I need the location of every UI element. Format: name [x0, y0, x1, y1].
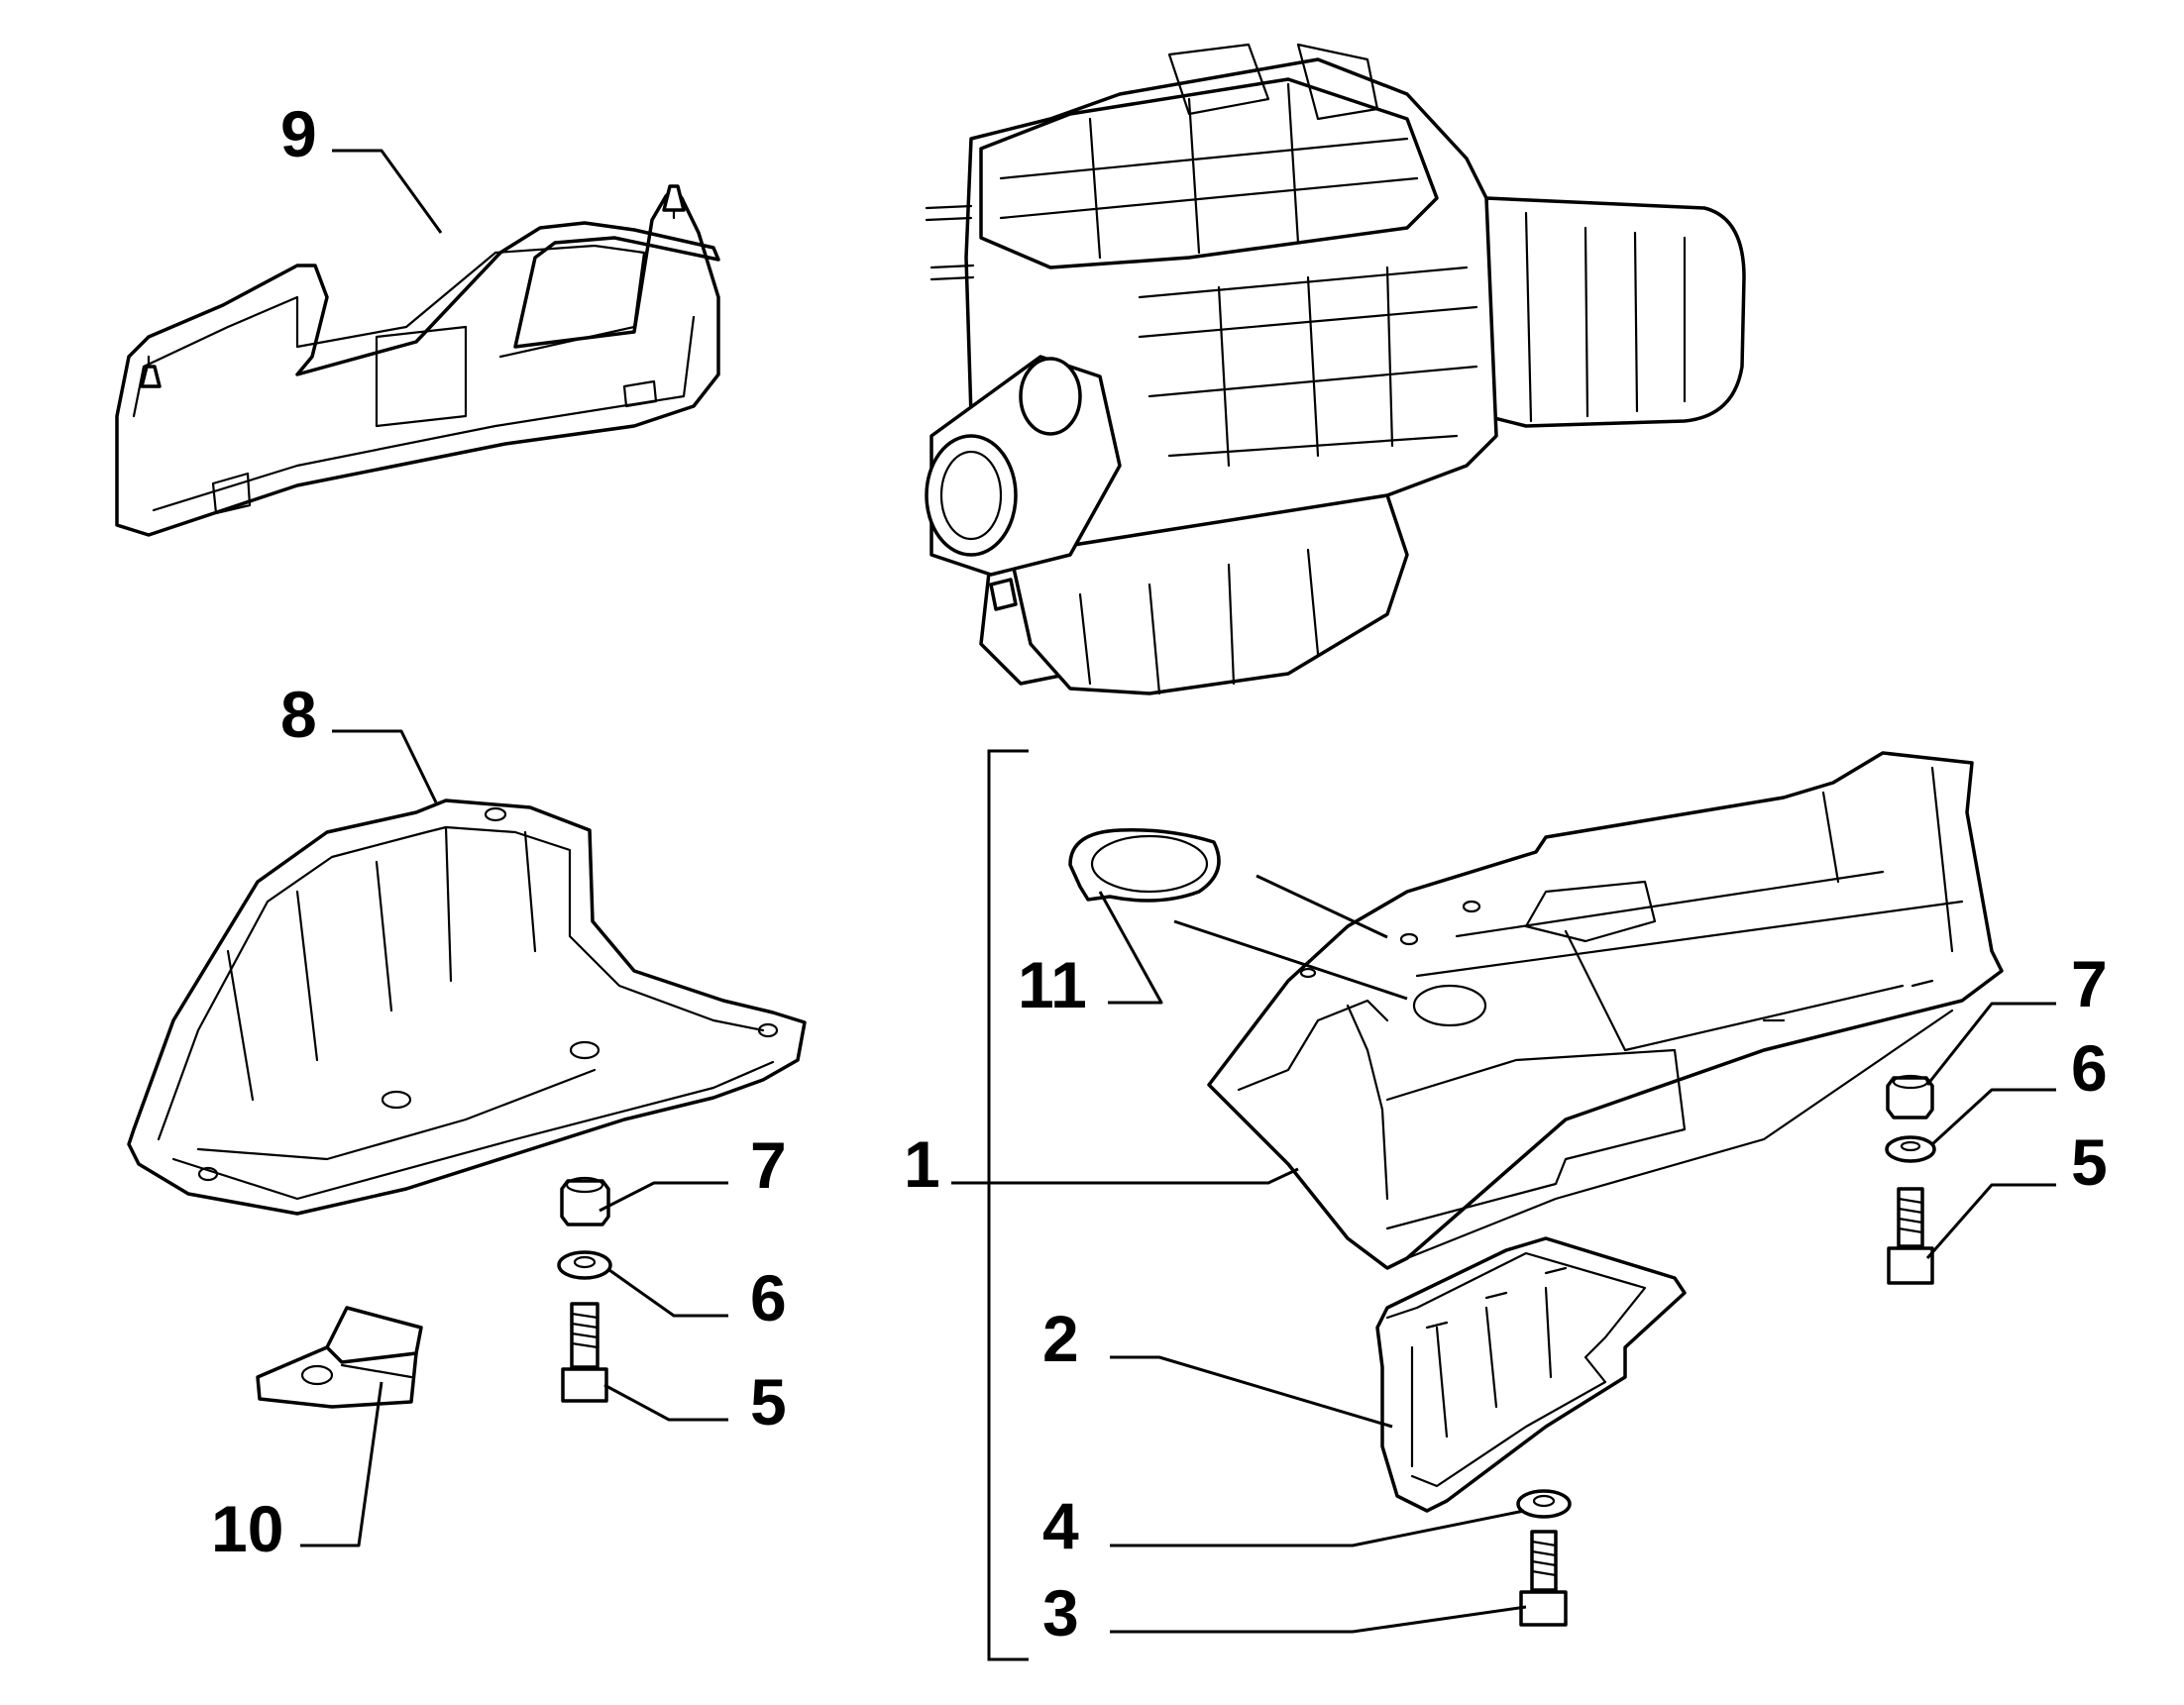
leader-lines — [300, 149, 2056, 1634]
leader-1 — [951, 1167, 1299, 1185]
part-2-small-tray — [1375, 1236, 1687, 1513]
part-9-upper-guard — [115, 184, 720, 537]
callout-5-left: 5 — [750, 1365, 787, 1439]
callout-2: 2 — [1042, 1302, 1079, 1375]
callout-6-right: 6 — [2071, 1031, 2108, 1105]
leader-6-left — [608, 1268, 728, 1318]
leader-pointer-b — [1256, 874, 1388, 939]
leader-4 — [1110, 1509, 1525, 1547]
part-1-underbody-guard — [1207, 751, 2004, 1270]
right-fasteners — [1885, 1074, 1936, 1285]
part-10-bracket — [256, 1306, 423, 1409]
leader-11 — [1098, 891, 1163, 1005]
callout-3: 3 — [1042, 1576, 1079, 1650]
leader-5-left — [603, 1383, 728, 1422]
left-fasteners — [557, 1176, 612, 1403]
leader-9 — [332, 149, 443, 234]
leader-10 — [300, 1381, 383, 1547]
leader-7-right — [1925, 1002, 2056, 1086]
callout-labels: 9 8 10 7 6 5 11 1 2 4 3 7 6 5 — [211, 97, 2108, 1650]
part-11-gasket — [1068, 828, 1221, 903]
callout-6-left: 6 — [750, 1261, 787, 1334]
callout-7-right: 7 — [2071, 947, 2108, 1020]
leader-5-right — [1925, 1183, 2056, 1259]
leader-7-left — [599, 1181, 728, 1213]
leader-pointer-a — [1173, 919, 1408, 1001]
callout-1: 1 — [904, 1127, 940, 1201]
leader-6-right — [1930, 1088, 2056, 1146]
leader-3 — [1110, 1605, 1527, 1634]
leader-2 — [1110, 1355, 1393, 1429]
leader-8 — [332, 729, 438, 803]
callout-9: 9 — [280, 97, 317, 170]
callout-10: 10 — [211, 1492, 283, 1565]
callout-11: 11 — [1018, 948, 1087, 1021]
part-8-side-guard — [127, 799, 807, 1216]
engine-assembly — [925, 43, 1746, 695]
group-bracket — [987, 749, 1029, 1661]
callout-8: 8 — [280, 678, 317, 751]
bottom-fasteners — [1516, 1489, 1572, 1627]
callout-5-right: 5 — [2071, 1125, 2108, 1199]
callout-4: 4 — [1042, 1489, 1079, 1562]
callout-7-left: 7 — [750, 1128, 787, 1202]
